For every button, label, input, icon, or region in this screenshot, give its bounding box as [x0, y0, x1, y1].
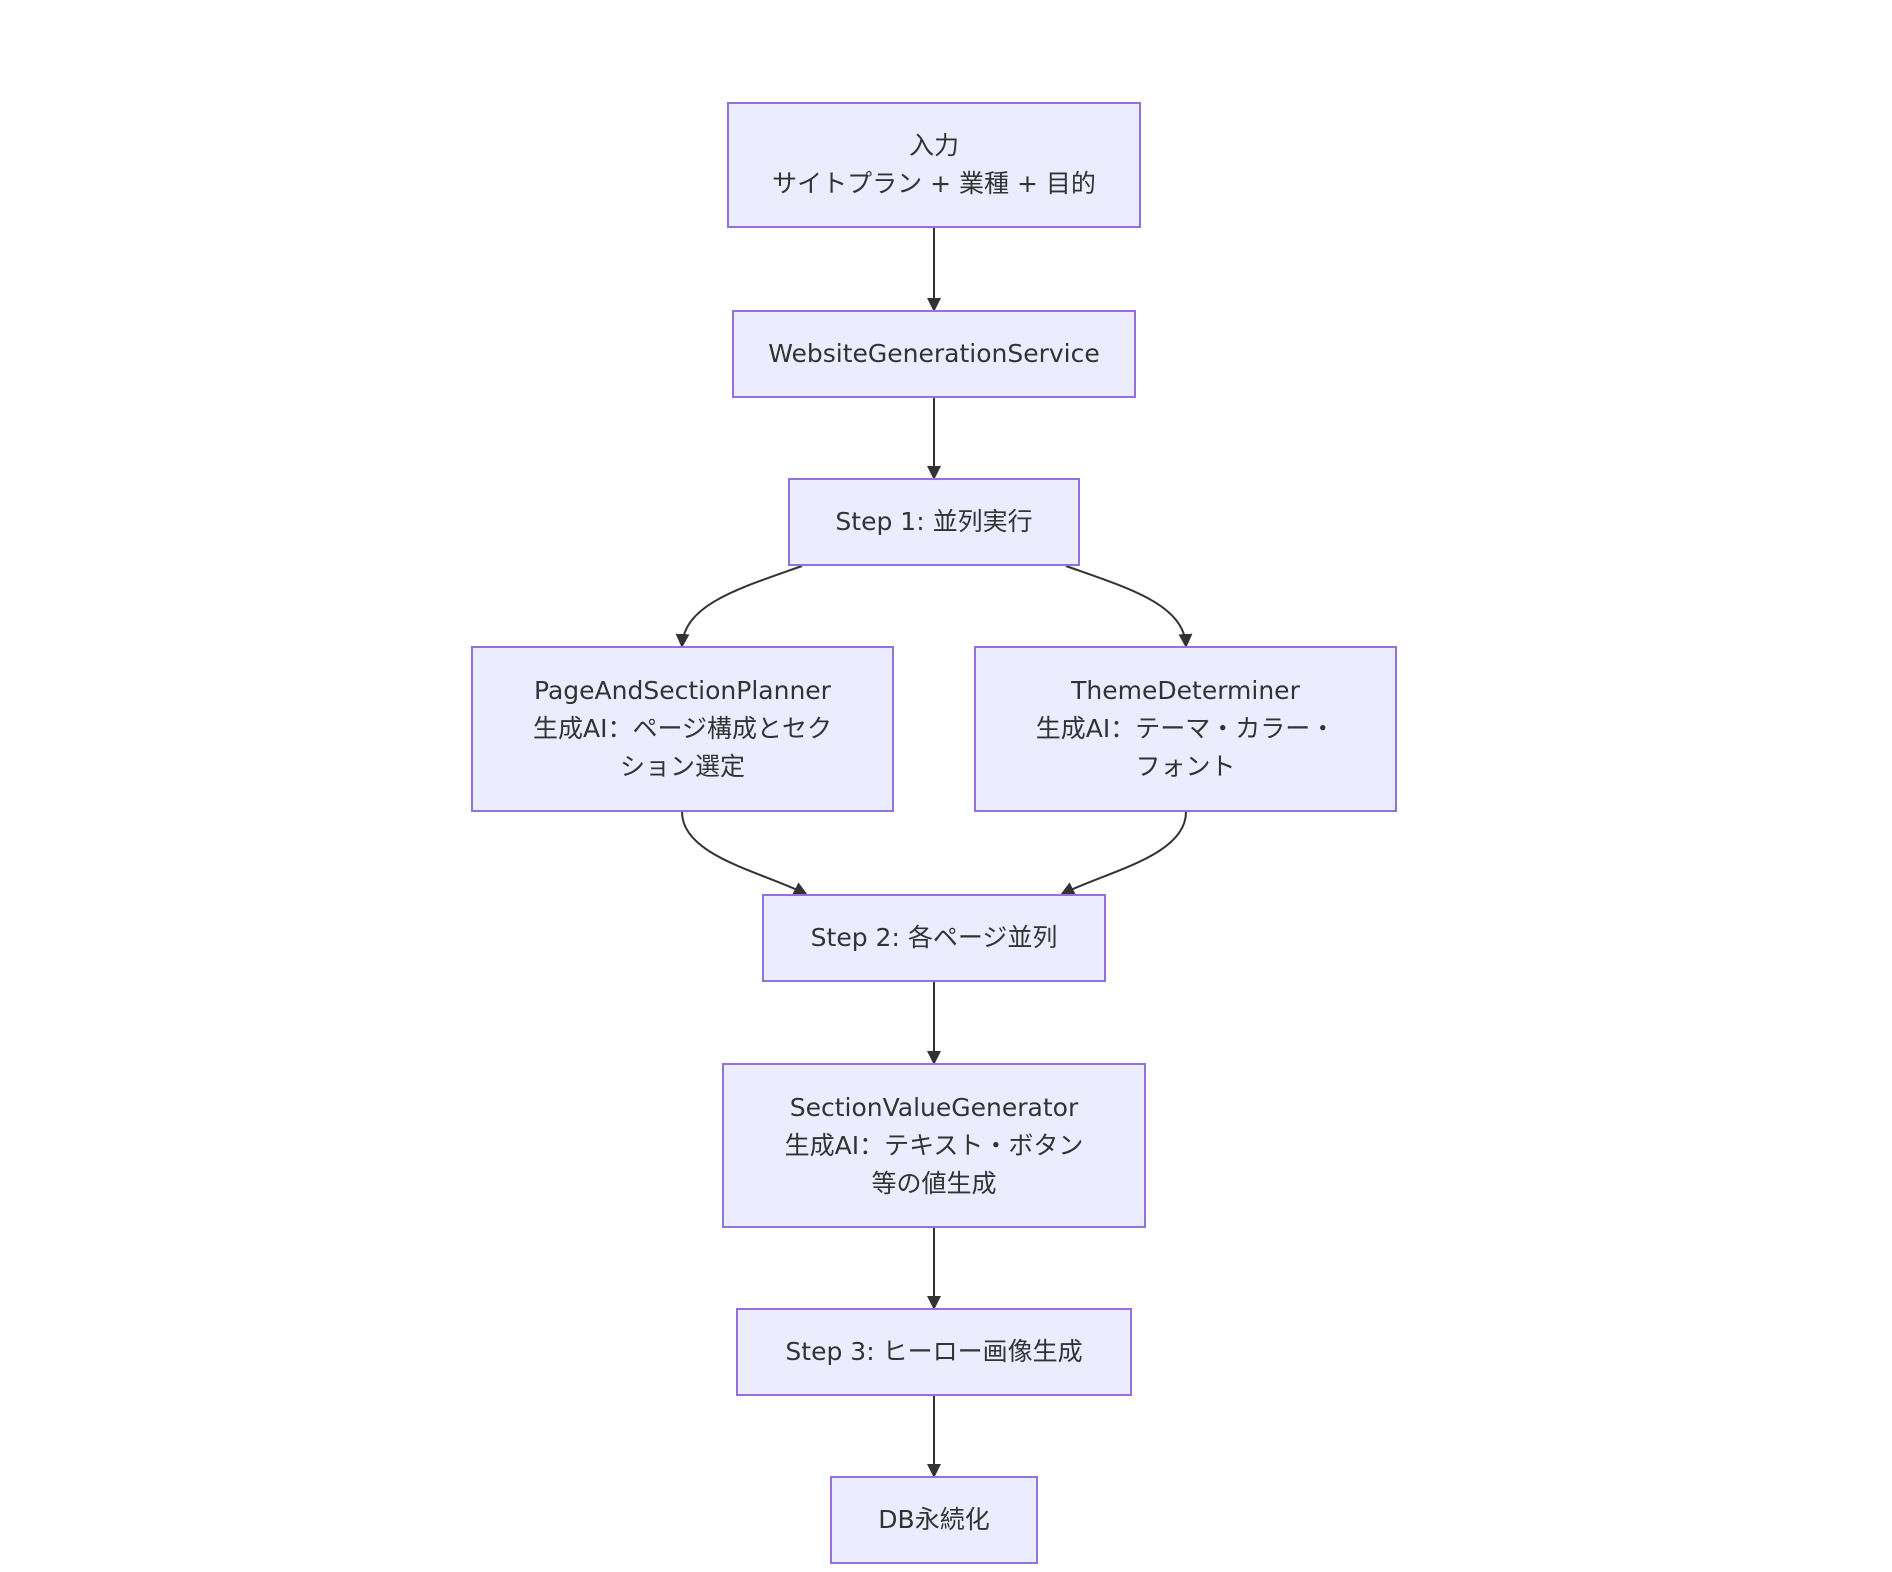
edge-step1-to-planner [675, 565, 803, 648]
edge-planner-to-step2 [681, 811, 808, 895]
node-generator-line-2: 生成AI：テキスト・ボタン [784, 1130, 1084, 1160]
node-theme-line-1: ThemeDeterminer [1071, 676, 1300, 705]
edge-theme-to-step2 [1060, 811, 1187, 895]
node-page-and-section-planner: PageAndSectionPlanner 生成AI：ページ構成とセク ション選… [471, 646, 894, 812]
node-db-line-1: DB永続化 [878, 1505, 990, 1534]
node-input: 入力 サイトプラン + 業種 + 目的 [727, 102, 1141, 228]
node-theme-line-2: 生成AI：テーマ・カラー・ [1035, 714, 1336, 743]
node-planner-line-3: ション選定 [619, 752, 745, 781]
node-input-line-1: 入力 [908, 131, 959, 160]
node-theme-determiner: ThemeDeterminer 生成AI：テーマ・カラー・ フォント [974, 646, 1397, 812]
node-step3-line-1: Step 3: ヒーロー画像生成 [785, 1337, 1083, 1366]
node-step1-line-1: Step 1: 並列実行 [835, 507, 1033, 536]
node-section-value-generator: SectionValueGenerator 生成AI：テキスト・ボタン 等の値生… [722, 1063, 1146, 1228]
node-theme-line-3: フォント [1135, 752, 1236, 781]
node-step3: Step 3: ヒーロー画像生成 [736, 1308, 1132, 1396]
node-step1: Step 1: 並列実行 [788, 478, 1080, 566]
node-service-line-1: WebsiteGenerationService [768, 339, 1100, 368]
node-step2-line-1: Step 2: 各ページ並列 [810, 923, 1058, 952]
node-website-generation-service: WebsiteGenerationService [732, 310, 1136, 398]
node-db-persistence: DB永続化 [830, 1476, 1038, 1564]
node-step2: Step 2: 各ページ並列 [762, 894, 1106, 982]
node-planner-line-1: PageAndSectionPlanner [534, 676, 831, 705]
node-input-line-2: サイトプラン + 業種 + 目的 [772, 169, 1096, 198]
node-generator-line-3: 等の値生成 [871, 1168, 997, 1198]
edge-step1-to-theme [1065, 565, 1193, 648]
node-generator-line-1: SectionValueGenerator [789, 1092, 1079, 1122]
node-planner-line-2: 生成AI：ページ構成とセク [533, 714, 832, 743]
